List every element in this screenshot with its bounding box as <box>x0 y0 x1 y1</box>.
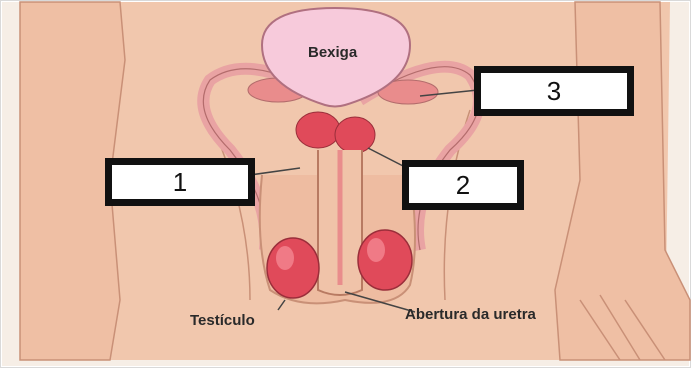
bladder-label: Bexiga <box>308 44 357 61</box>
prostate-right <box>335 117 375 153</box>
answer-box-3-number: 3 <box>547 76 561 107</box>
answer-box-2-number: 2 <box>456 170 470 201</box>
testicle-label: Testículo <box>190 312 255 329</box>
urethra-opening-label: Abertura da uretra <box>405 306 536 323</box>
right-testicle <box>358 230 412 290</box>
right-testicle-highlight <box>367 238 385 262</box>
prostate-left <box>296 112 340 148</box>
left-testicle <box>267 238 319 298</box>
answer-box-3[interactable]: 3 <box>474 66 634 116</box>
answer-box-1-number: 1 <box>173 167 187 198</box>
left-testicle-highlight <box>276 246 294 270</box>
answer-box-2[interactable]: 2 <box>402 160 524 210</box>
answer-box-1[interactable]: 1 <box>105 158 255 206</box>
